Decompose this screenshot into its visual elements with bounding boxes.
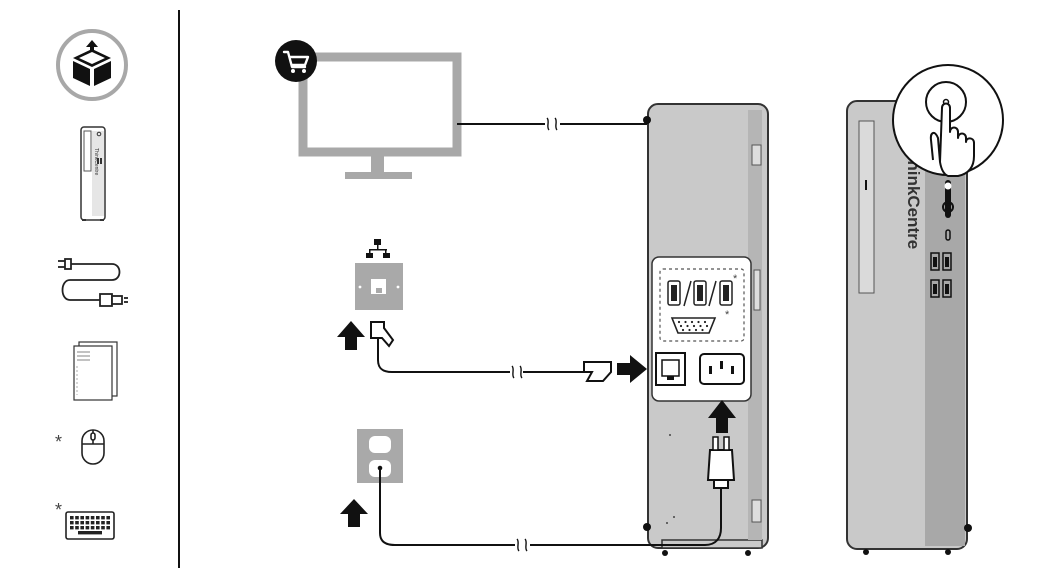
- arrow-right-network: [617, 355, 647, 383]
- tower-icon: ThinkCentre: [80, 126, 106, 221]
- keyboard-key: [70, 526, 74, 530]
- keyboard-key: [80, 526, 84, 530]
- keyboard-key: [96, 516, 100, 520]
- keyboard-key: [101, 516, 105, 520]
- vga-pin: [690, 320, 694, 324]
- power-plug: [706, 436, 736, 489]
- keyboard-key: [90, 516, 95, 520]
- box-contents-icon: [56, 29, 128, 101]
- network-cable: [370, 321, 612, 382]
- vga-pin: [686, 324, 689, 328]
- keyboard-key: [96, 521, 100, 525]
- keyboard-spacebar: [78, 531, 102, 535]
- vga-pin: [694, 328, 698, 332]
- keyboard-key: [80, 521, 84, 525]
- keyboard-key: [106, 521, 110, 525]
- monitor: [298, 52, 462, 179]
- vga-pin: [701, 328, 704, 332]
- arrow-up-power: [340, 499, 368, 527]
- vga-pin: [703, 320, 707, 324]
- arrow-up-network: [337, 321, 365, 350]
- keyboard-key: [101, 526, 105, 530]
- keyboard-key: [85, 516, 90, 520]
- power-button-press-icon: [892, 64, 1004, 177]
- keyboard-key: [85, 521, 90, 525]
- power-cord-icon: [58, 258, 128, 307]
- vga-pin: [705, 324, 709, 328]
- network-icon: [366, 239, 390, 258]
- mouse-icon: [81, 429, 105, 465]
- vga-pin: [679, 324, 683, 328]
- keyboard-key: [75, 516, 79, 520]
- optional-marker-mouse: *: [55, 432, 63, 452]
- tower-brand-label: ThinkCentre: [904, 150, 923, 249]
- keyboard-icon: [65, 511, 115, 540]
- vga-pin: [699, 324, 702, 328]
- keyboard-key: [96, 526, 100, 530]
- power-outlet: [357, 429, 403, 483]
- optional-marker-display-ports: *: [733, 273, 738, 285]
- vga-pin: [681, 328, 685, 332]
- keyboard-key: [90, 521, 95, 525]
- keyboard-key: [75, 526, 79, 530]
- pc-front: ThinkCentre: [846, 100, 972, 555]
- vga-pin: [684, 320, 687, 324]
- keyboard-key: [80, 516, 84, 520]
- vga-pin: [692, 324, 696, 328]
- keyboard-key: [106, 526, 110, 530]
- power-cable: [379, 468, 722, 552]
- keyboard-key: [101, 521, 105, 525]
- keyboard-key: [70, 516, 74, 520]
- tower-icon-brand-label: ThinkCentre: [93, 148, 99, 175]
- keyboard-key: [90, 526, 95, 530]
- shopping-cart-icon: [275, 40, 317, 82]
- documents-icon: [73, 341, 118, 401]
- arrow-up-power-cord: [708, 400, 736, 433]
- keyboard-key: [70, 521, 74, 525]
- keyboard-key: [85, 526, 90, 530]
- pc-rear: [643, 103, 769, 556]
- vga-pin: [688, 328, 691, 332]
- network-wall-plate: [355, 263, 403, 310]
- optional-marker-vga: *: [725, 309, 730, 321]
- optional-marker-keyboard: *: [55, 500, 63, 520]
- keyboard-key: [75, 521, 79, 525]
- keyboard-key: [106, 516, 110, 520]
- vga-pin: [697, 320, 700, 324]
- vga-pin: [677, 320, 681, 324]
